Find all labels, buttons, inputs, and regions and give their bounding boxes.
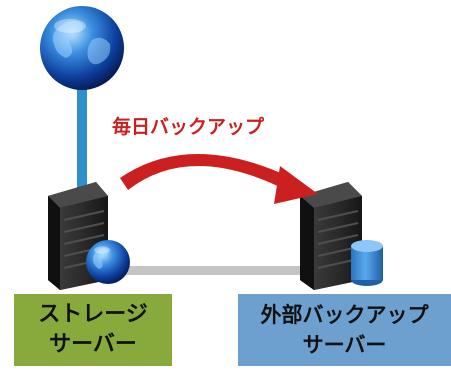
internet-uplink bbox=[77, 88, 87, 188]
backup-label-line2: サーバー bbox=[302, 333, 387, 357]
backup-server-icon bbox=[300, 182, 362, 290]
database-icon bbox=[351, 240, 383, 286]
server-link bbox=[125, 266, 308, 275]
daily-backup-label: 毎日バックアップ bbox=[112, 116, 265, 138]
storage-label-line2: サーバー bbox=[49, 332, 137, 357]
storage-label-line1: ストレージ bbox=[38, 302, 148, 327]
backup-server-label: 外部バックアップ サーバー bbox=[238, 294, 451, 366]
internet-globe-icon bbox=[40, 6, 124, 90]
network-globe-icon bbox=[86, 240, 130, 284]
daily-backup-arrow bbox=[120, 154, 318, 204]
storage-server-label: ストレージ サーバー bbox=[14, 294, 172, 366]
backup-label-line1: 外部バックアップ bbox=[260, 303, 429, 327]
